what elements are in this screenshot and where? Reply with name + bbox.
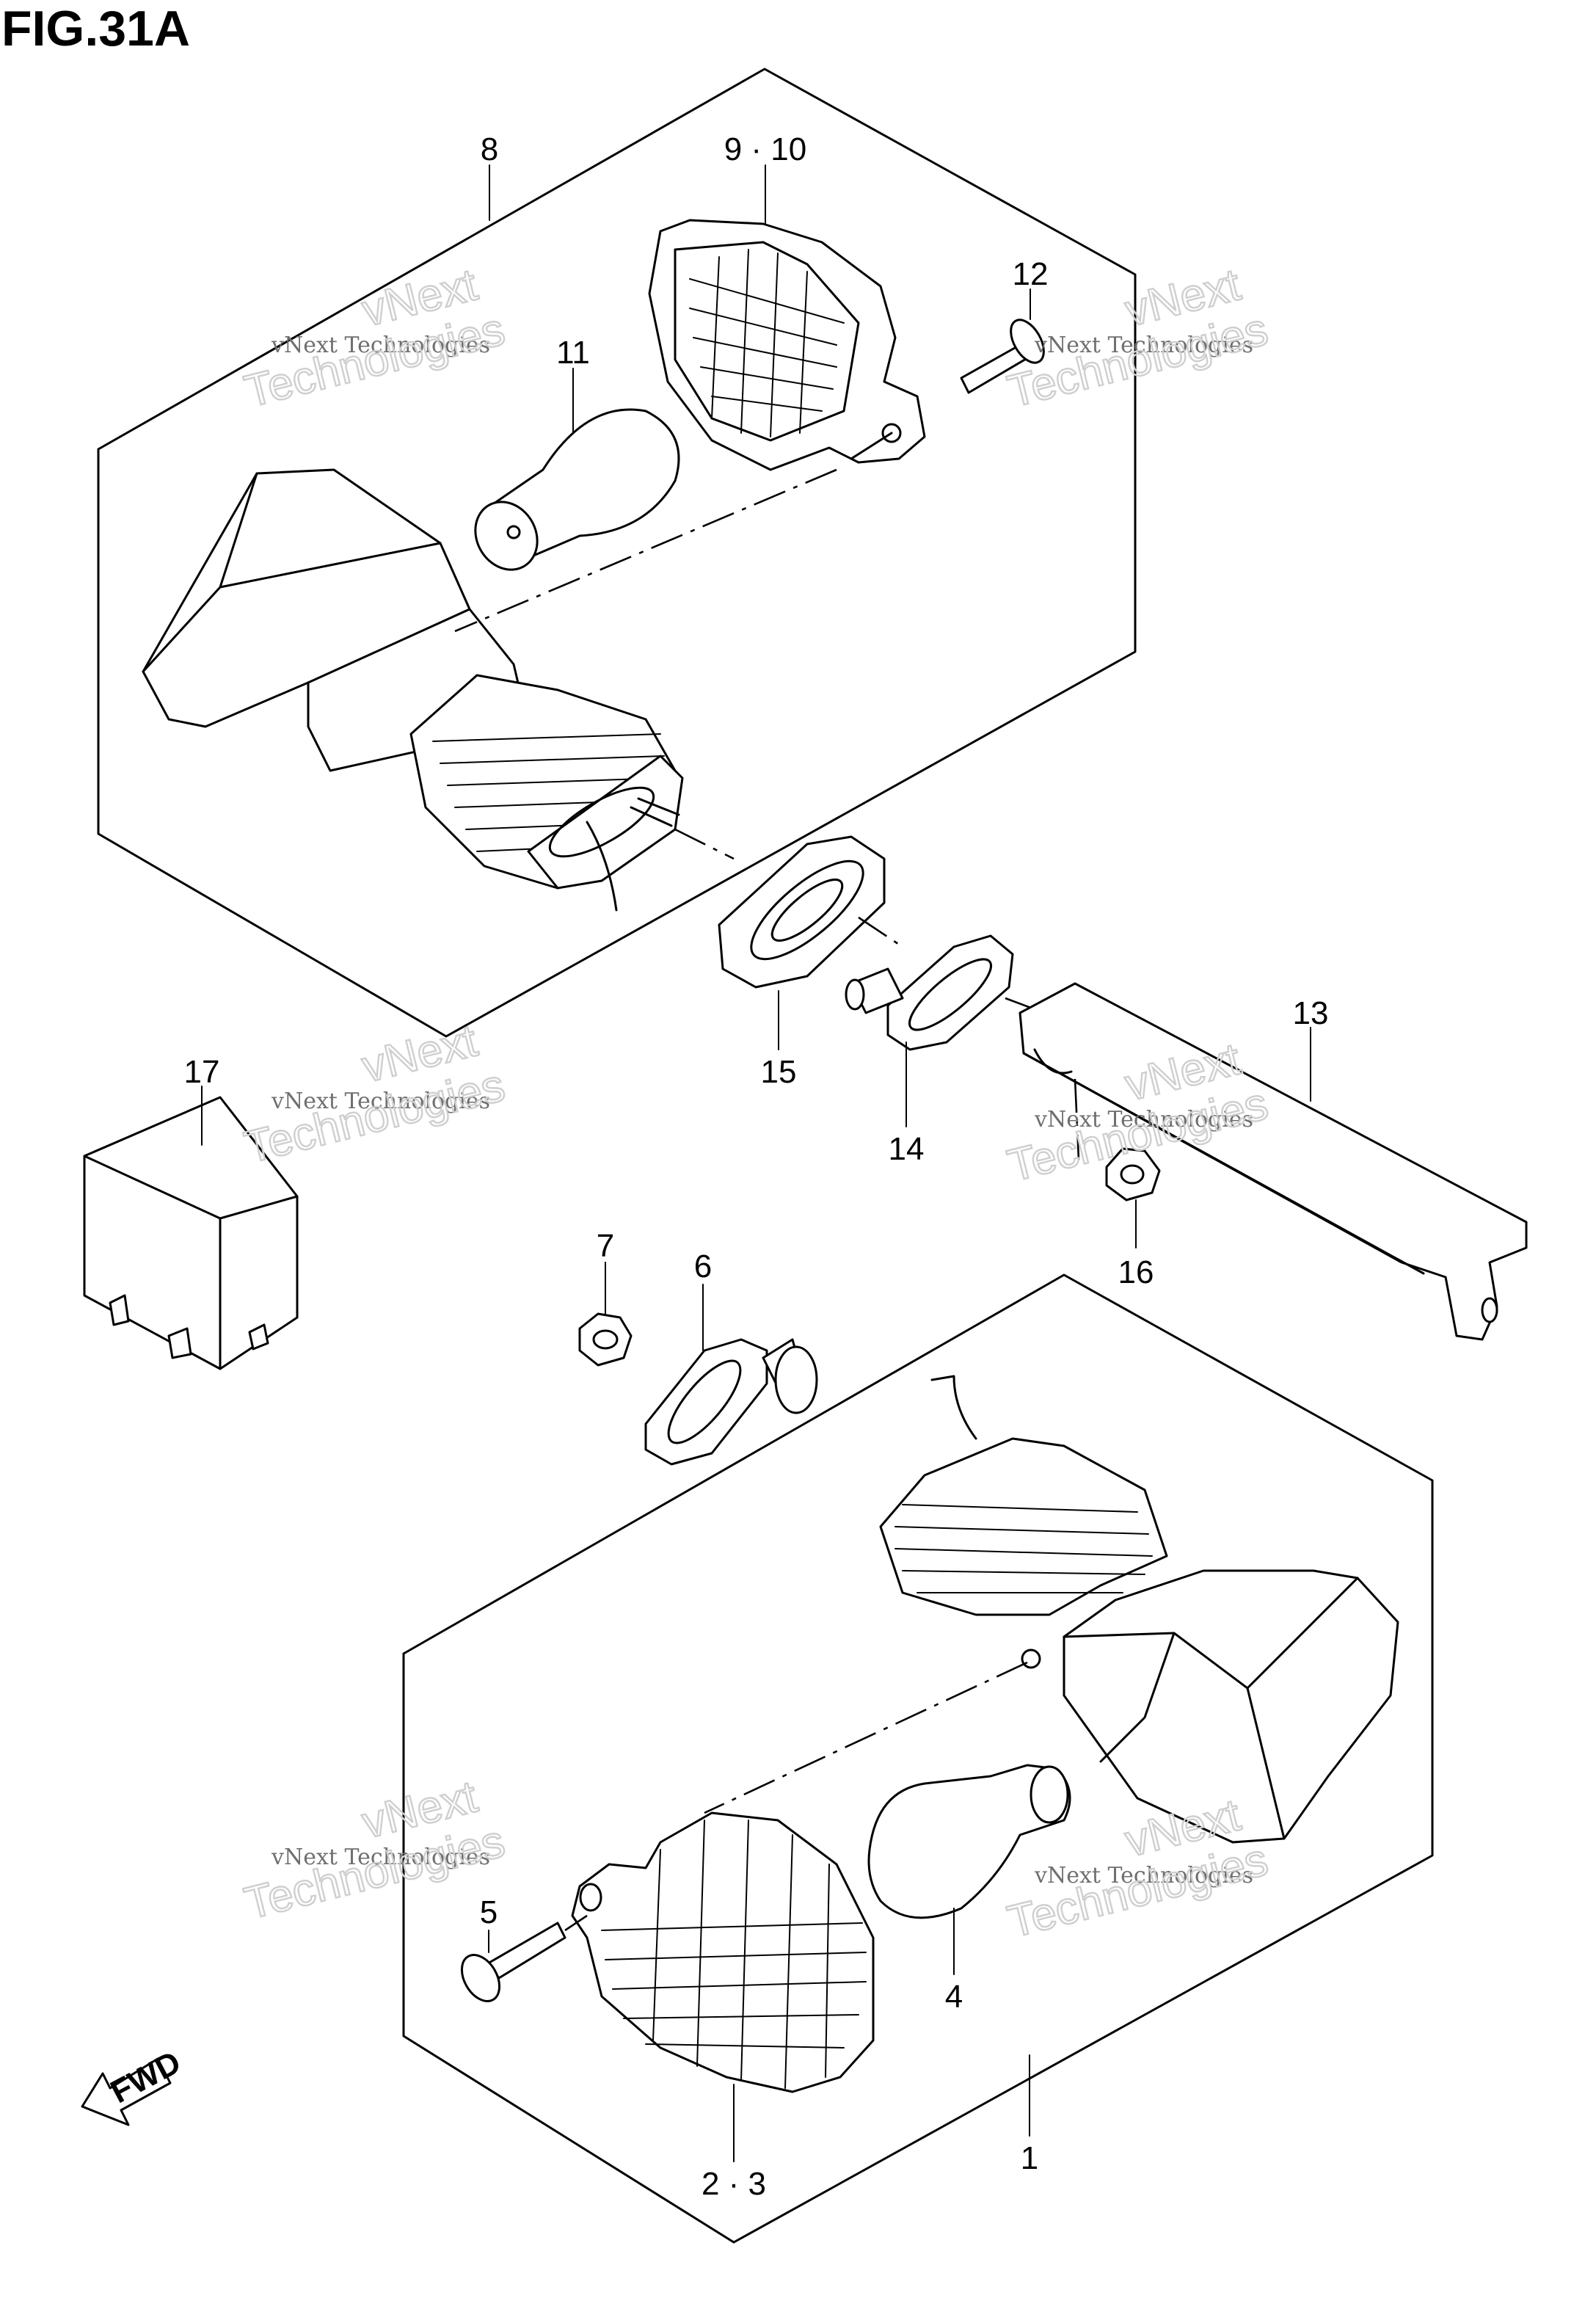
upper-screw [960, 319, 1045, 394]
lower-signal-body [704, 1375, 1399, 1844]
callout-11: 11 [556, 335, 590, 371]
callout-7: 7 [597, 1228, 614, 1264]
callout-14: 14 [889, 1131, 925, 1167]
callout-13: 13 [1293, 995, 1329, 1031]
upper-lens [648, 219, 926, 471]
callout-labels: 8 9 · 10 12 11 13 15 14 16 17 7 6 5 4 2 … [184, 131, 1329, 2202]
callout-leaders [201, 164, 1311, 2162]
plate-14 [845, 934, 1035, 1051]
nut-7 [578, 1312, 633, 1367]
callout-12: 12 [1013, 256, 1049, 292]
watermark-text: vNext Technologies [271, 1844, 490, 1870]
fwd-label: FWD [105, 2044, 186, 2110]
lower-bulb [867, 1764, 1071, 1919]
watermark-text: vNext Technologies [1034, 1863, 1253, 1889]
upper-bulb [454, 408, 837, 633]
lower-screw [460, 1914, 588, 2002]
lower-lens [571, 1811, 875, 2093]
callout-4: 4 [945, 1979, 963, 2015]
watermark-text: vNext Technologies [1034, 1107, 1253, 1133]
callout-16: 16 [1118, 1254, 1154, 1290]
callout-8: 8 [481, 131, 498, 167]
upper-assembly-box [97, 68, 1137, 1038]
upper-signal-body [142, 468, 735, 912]
nut-16 [1105, 1147, 1161, 1202]
callout-6: 6 [694, 1248, 712, 1284]
callout-9-10: 9 · 10 [724, 131, 807, 167]
callout-1: 1 [1021, 2140, 1038, 2176]
watermark-bottom-left: vNext vNext Technologies Technologies [238, 1770, 510, 1930]
watermark-text: vNext Technologies [271, 332, 490, 358]
plate-6 [644, 1338, 818, 1466]
lower-assembly-box [402, 1273, 1434, 2244]
grommet-15 [718, 835, 903, 989]
relay-17 [83, 1096, 299, 1370]
callout-2-3: 2 · 3 [702, 2166, 766, 2202]
watermark-text: vNext Technologies [1034, 332, 1253, 358]
bracket-13 [1019, 982, 1528, 1341]
callout-5: 5 [480, 1894, 498, 1930]
callout-15: 15 [761, 1054, 797, 1090]
watermark-mid-left: vNext vNext Technologies Technologies [238, 1014, 510, 1174]
callout-17: 17 [184, 1054, 220, 1090]
watermark-text: vNext Technologies [271, 1088, 490, 1114]
figure-title: FIG.31A [1, 1, 190, 57]
fwd-arrow-icon: FWD [81, 2044, 186, 2126]
watermark-top-left: vNext vNext Technologies Technologies [238, 258, 510, 418]
